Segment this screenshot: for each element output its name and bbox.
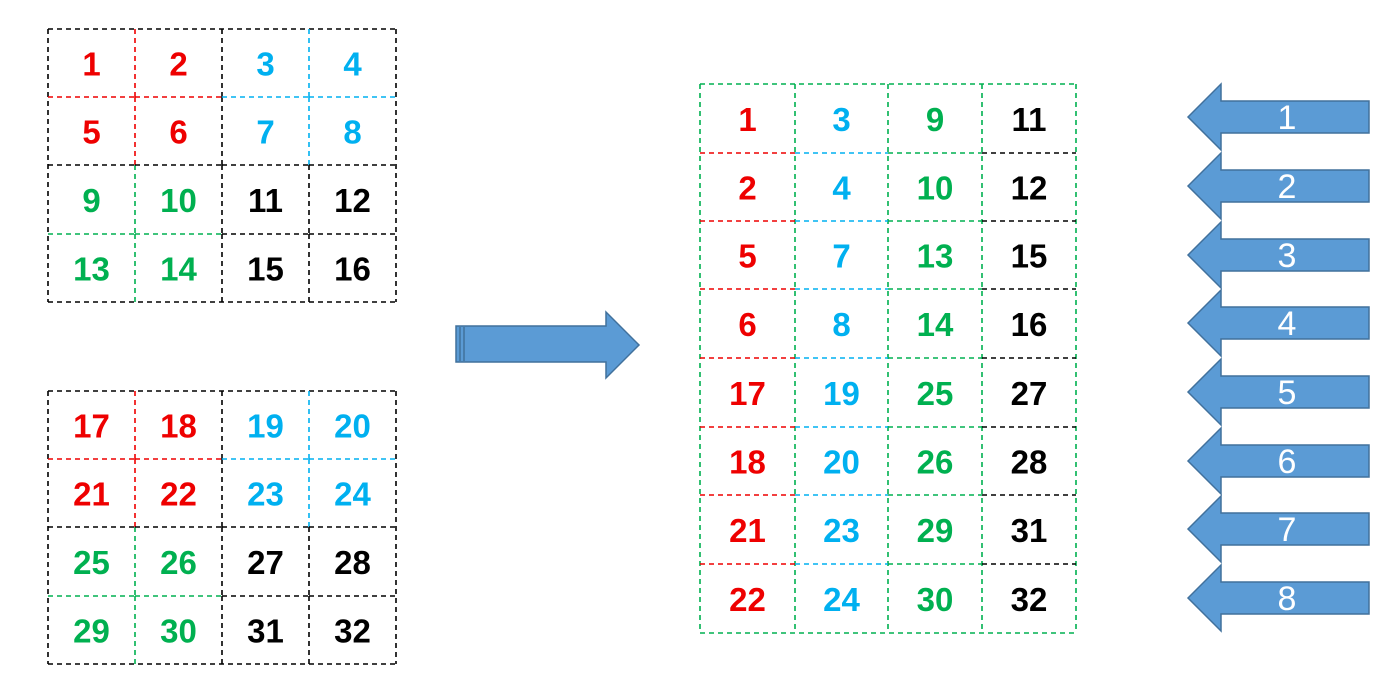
arrow-shape — [1186, 151, 1370, 221]
arrow-label: 8 — [1278, 580, 1297, 618]
cell-value: 1 — [82, 46, 100, 83]
cell-value: 26 — [160, 544, 197, 581]
arrow-label: 3 — [1278, 237, 1297, 275]
grid-cell-value: 19 — [823, 375, 860, 412]
cell-value: 3 — [256, 46, 274, 83]
cell-value: 10 — [160, 182, 197, 219]
arrow-shape — [1186, 563, 1370, 633]
grid-cell-value: 27 — [1011, 375, 1048, 412]
cell-value: 12 — [334, 182, 371, 219]
grid-cell-value: 4 — [832, 170, 851, 207]
cell-value: 6 — [169, 114, 187, 151]
cell-value: 31 — [247, 613, 284, 650]
grid-cell-value: 5 — [738, 238, 756, 275]
arrow-shape — [1186, 357, 1370, 427]
cell-value: 4 — [343, 46, 362, 83]
cell-value: 30 — [160, 613, 197, 650]
grid-cell-value: 9 — [926, 101, 944, 138]
cell-value: 11 — [248, 182, 283, 219]
grid-cell-value: 7 — [832, 238, 850, 275]
arrow-label: 6 — [1278, 443, 1297, 481]
grid-cell-value: 23 — [823, 512, 860, 549]
grid-cell-value: 2 — [738, 170, 756, 207]
cell-value: 16 — [334, 251, 371, 288]
cell-value: 18 — [160, 408, 197, 445]
arrow-shape — [1186, 288, 1370, 358]
cell-value: 24 — [334, 476, 371, 513]
cell-value: 21 — [73, 476, 110, 513]
grid-cell-value: 8 — [832, 306, 850, 343]
arrow-shape — [1186, 220, 1370, 290]
grid-cell-value: 24 — [823, 581, 860, 618]
row-arrow-2: 2 — [1186, 151, 1370, 221]
grid-cell-value: 21 — [729, 512, 766, 549]
grid-cell-value: 3 — [832, 101, 850, 138]
cell-value: 22 — [160, 476, 197, 513]
cell-value: 14 — [160, 251, 197, 288]
row-arrow-7: 7 — [1186, 494, 1370, 564]
row-arrow-3: 3 — [1186, 220, 1370, 290]
grid-cell-value: 16 — [1011, 306, 1048, 343]
row-arrow-1: 1 — [1186, 82, 1370, 152]
row-arrow-5: 5 — [1186, 357, 1370, 427]
cell-value: 2 — [169, 46, 187, 83]
cell-value: 29 — [73, 613, 110, 650]
grid-cell-value: 18 — [729, 444, 766, 481]
grid-cell-value: 29 — [917, 512, 954, 549]
grid-cell-value: 12 — [1011, 170, 1048, 207]
grid-cell-value: 1 — [738, 101, 756, 138]
grid-cell-value: 15 — [1011, 238, 1048, 275]
grid-cell-value: 30 — [917, 581, 954, 618]
grid-cell-value: 14 — [917, 306, 954, 343]
grid-cell-value: 32 — [1011, 581, 1048, 618]
arrow-label: 7 — [1278, 511, 1297, 549]
arrow-label: 4 — [1278, 305, 1297, 343]
cell-value: 5 — [82, 114, 100, 151]
source-block-2: 17 18 19 20 21 22 23 24 25 26 27 28 29 30 31 32 — [47, 390, 397, 665]
cell-value: 19 — [247, 408, 284, 445]
cell-value: 8 — [343, 114, 361, 151]
row-arrow-4: 4 — [1186, 288, 1370, 358]
arrow-shape — [1186, 426, 1370, 496]
grid-cell-value: 11 — [1012, 101, 1047, 138]
cell-value: 32 — [334, 613, 371, 650]
cell-value: 13 — [73, 251, 110, 288]
row-arrow-6: 6 — [1186, 426, 1370, 496]
grid-cell-value: 20 — [823, 444, 860, 481]
grid-cell-value: 6 — [738, 306, 756, 343]
grid-cell-value: 31 — [1011, 512, 1048, 549]
arrow-label: 5 — [1278, 374, 1297, 412]
grid-cell-value: 17 — [729, 375, 766, 412]
cell-value: 9 — [82, 182, 100, 219]
arrow-label: 1 — [1278, 99, 1297, 137]
grid-cell-value: 13 — [917, 238, 954, 275]
cell-value: 23 — [247, 476, 284, 513]
cell-value: 28 — [334, 544, 371, 581]
cell-value: 25 — [73, 544, 110, 581]
arrow-shape — [1186, 494, 1370, 564]
grid-cell-value: 25 — [917, 375, 954, 412]
arrow-label: 2 — [1278, 168, 1297, 206]
cell-value: 7 — [256, 114, 274, 151]
grid-cell-value: 28 — [1011, 444, 1048, 481]
cell-value: 15 — [247, 251, 284, 288]
row-arrows: 1 2 3 4 5 6 7 8 — [1186, 82, 1370, 633]
row-arrow-8: 8 — [1186, 563, 1370, 633]
transform-arrow — [455, 310, 641, 380]
grid-cell-value: 22 — [729, 581, 766, 618]
cell-value: 27 — [247, 544, 284, 581]
grid-cell-value: 26 — [917, 444, 954, 481]
arrow-shape — [1186, 82, 1370, 152]
cell-value: 17 — [73, 408, 110, 445]
grid-cell-value: 10 — [917, 170, 954, 207]
cell-value: 20 — [334, 408, 371, 445]
